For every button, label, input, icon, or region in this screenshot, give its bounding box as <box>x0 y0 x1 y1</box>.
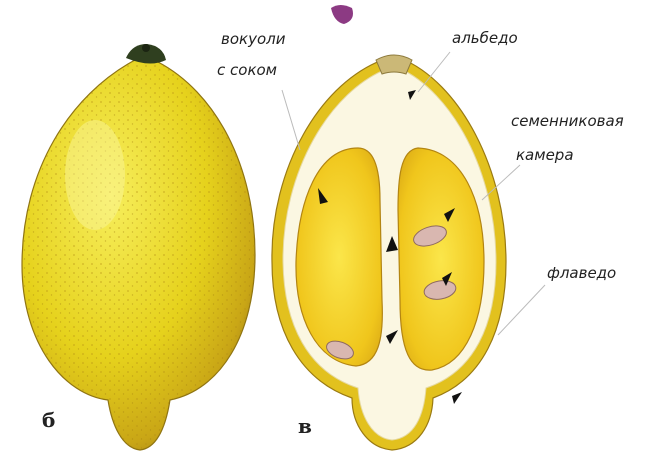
panel-label-b: б <box>42 408 55 432</box>
label-vacuoles-line1: вокуоли <box>221 30 286 48</box>
whole-lemon <box>22 44 255 450</box>
panel-label-v: в <box>298 414 312 438</box>
pointer-arrow <box>452 392 462 404</box>
label-seed-chamber-line1: семенниковая <box>511 112 624 130</box>
leader-line <box>282 90 300 150</box>
stem-tip <box>142 44 150 52</box>
whole-lemon-highlight <box>65 120 125 230</box>
section-stem <box>376 55 412 74</box>
leader-line <box>498 285 545 335</box>
label-vacuoles-line2: с соком <box>217 61 277 79</box>
sectioned-lemon <box>272 52 545 450</box>
flower-fragment <box>331 5 353 24</box>
label-seed-chamber-line2: камера <box>516 146 574 164</box>
label-albedo: альбедо <box>452 29 518 47</box>
label-flavedo: флаведо <box>547 264 616 282</box>
